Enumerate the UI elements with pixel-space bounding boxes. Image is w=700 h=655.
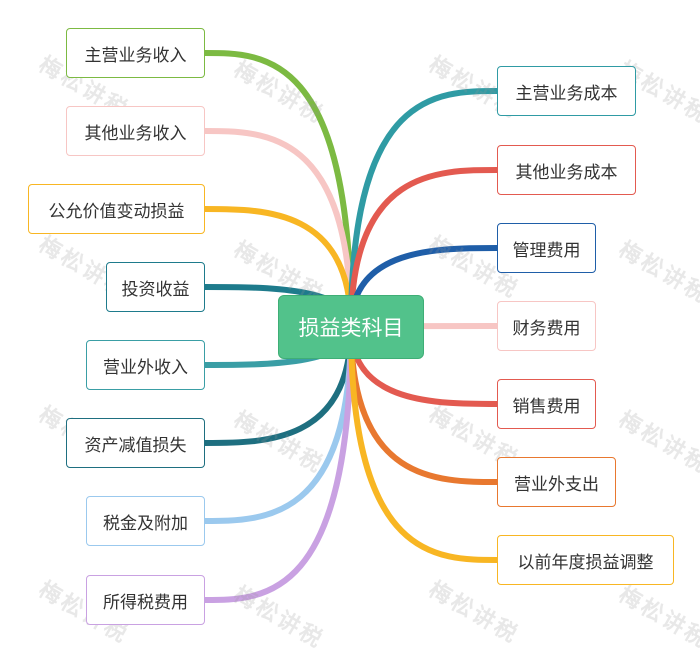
- branch-node-label: 销售费用: [512, 396, 581, 417]
- connector-left-0: [202, 50, 354, 330]
- branch-node-label: 营业外支出: [514, 474, 599, 495]
- branch-node-left[interactable]: 所得税费用: [86, 575, 205, 625]
- branch-node-right[interactable]: 管理费用: [497, 223, 596, 273]
- branch-node-label: 其他业务收入: [84, 123, 187, 144]
- branch-node-right[interactable]: 其他业务成本: [497, 145, 636, 195]
- branch-node-right[interactable]: 财务费用: [497, 301, 596, 351]
- branch-node-right[interactable]: 主营业务成本: [497, 66, 636, 116]
- connector-left-1: [202, 128, 354, 330]
- branch-node-label: 管理费用: [512, 240, 581, 261]
- branch-node-label: 所得税费用: [103, 592, 188, 613]
- branch-node-label: 税金及附加: [103, 513, 188, 534]
- branch-node-label: 以前年度损益调整: [517, 552, 654, 573]
- branch-node-label: 营业外收入: [103, 357, 188, 378]
- branch-node-left[interactable]: 主营业务收入: [66, 28, 205, 78]
- branch-node-label: 资产减值损失: [84, 435, 187, 456]
- branch-node-left[interactable]: 公允价值变动损益: [28, 184, 205, 234]
- root-node[interactable]: 损益类科目: [278, 295, 424, 359]
- connector-right-6: [348, 324, 500, 563]
- connector-left-2: [202, 206, 354, 330]
- branch-node-left[interactable]: 资产减值损失: [66, 418, 205, 468]
- branch-node-label: 主营业务成本: [515, 83, 618, 104]
- branch-node-right[interactable]: 营业外支出: [497, 457, 616, 507]
- branch-node-left[interactable]: 投资收益: [106, 262, 205, 312]
- root-node-label: 损益类科目: [298, 316, 404, 340]
- branch-node-right[interactable]: 以前年度损益调整: [497, 535, 674, 585]
- branch-node-label: 其他业务成本: [515, 162, 618, 183]
- connector-right-0: [348, 88, 500, 330]
- branch-node-label: 投资收益: [121, 279, 190, 300]
- branch-node-right[interactable]: 销售费用: [497, 379, 596, 429]
- branch-node-left[interactable]: 营业外收入: [86, 340, 205, 390]
- branch-node-label: 公允价值变动损益: [48, 201, 185, 222]
- branch-node-left[interactable]: 税金及附加: [86, 496, 205, 546]
- connector-right-1: [348, 167, 500, 330]
- branch-node-label: 财务费用: [512, 318, 581, 339]
- branch-node-label: 主营业务收入: [84, 45, 187, 66]
- connector-left-7: [202, 324, 354, 603]
- branch-node-left[interactable]: 其他业务收入: [66, 106, 205, 156]
